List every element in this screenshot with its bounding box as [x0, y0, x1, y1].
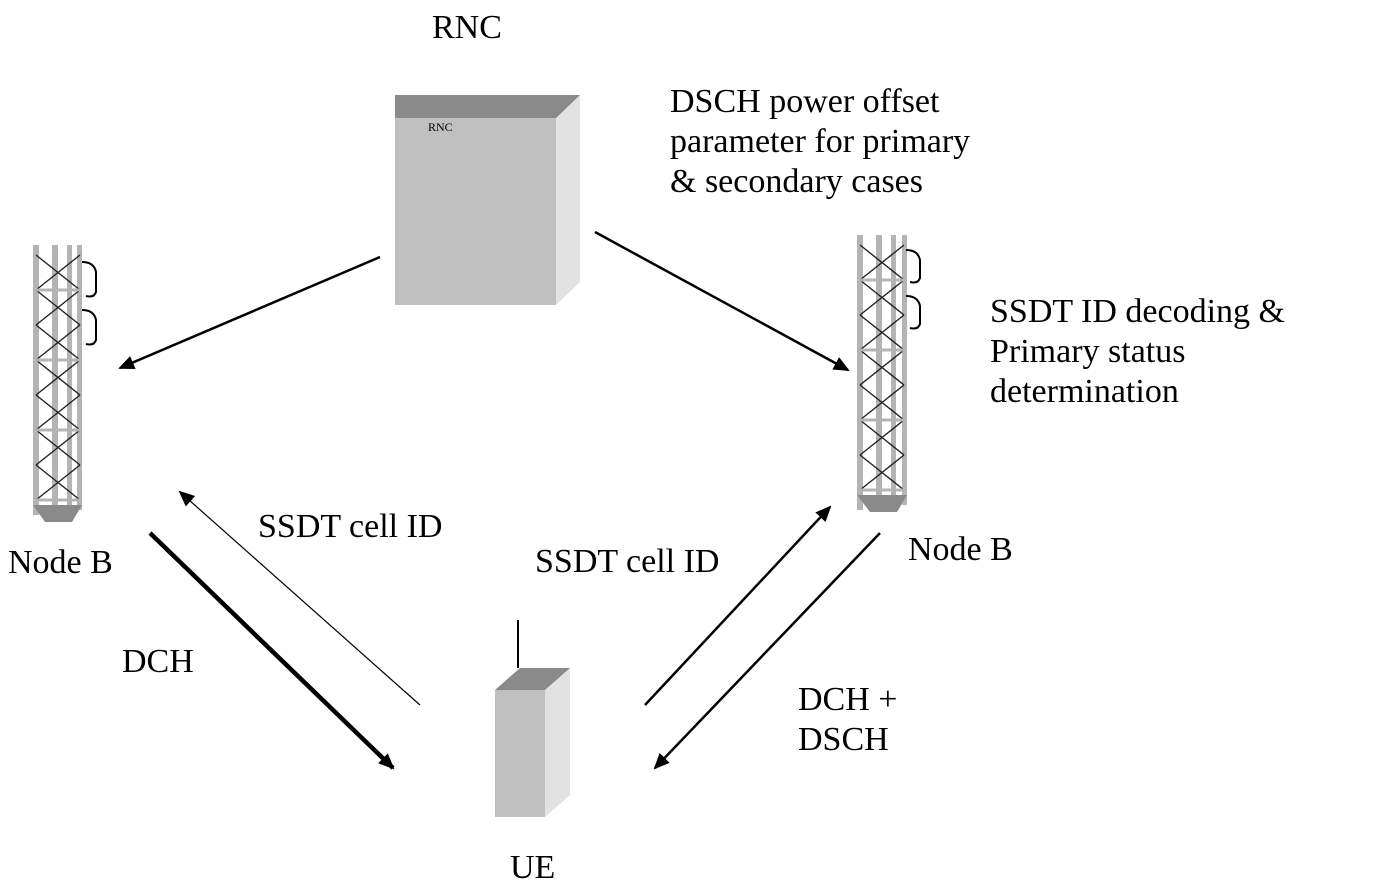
ssdt-decoding-note: SSDT ID decoding & Primary status determ…: [990, 293, 1285, 410]
node-b-right-antenna-tower-icon: [857, 235, 921, 512]
rnc-icon: [395, 95, 580, 305]
arrow-node-b-left-to-ue-dch: [148, 531, 395, 770]
arrow-ue-to-node-b-right-ssdt: [644, 505, 832, 706]
arrow-rnc-to-node-b-left: [118, 255, 381, 370]
node-b-right-label: Node B: [908, 531, 1013, 568]
ssdt-cell-id-left-label: SSDT cell ID: [258, 508, 443, 545]
dch-dsch-label: DCH + DSCH: [798, 681, 898, 758]
arrow-node-b-right-to-ue-dch-dsch: [653, 532, 881, 770]
node-b-left-label: Node B: [8, 544, 113, 581]
dsch-power-offset-note: DSCH power offset parameter for primary …: [670, 83, 971, 200]
node-b-left-antenna-tower-icon: [33, 245, 97, 522]
rnc-title: RNC: [432, 9, 502, 46]
rnc-box-label: RNC: [428, 120, 453, 134]
arrow-ue-to-node-b-left-ssdt: [178, 490, 421, 706]
dch-label: DCH: [122, 643, 194, 680]
ssdt-cell-id-right-label: SSDT cell ID: [535, 543, 720, 580]
arrow-rnc-to-node-b-right: [594, 230, 850, 372]
ue-label: UE: [510, 849, 556, 886]
ue-mobile-terminal-icon: [495, 620, 570, 817]
